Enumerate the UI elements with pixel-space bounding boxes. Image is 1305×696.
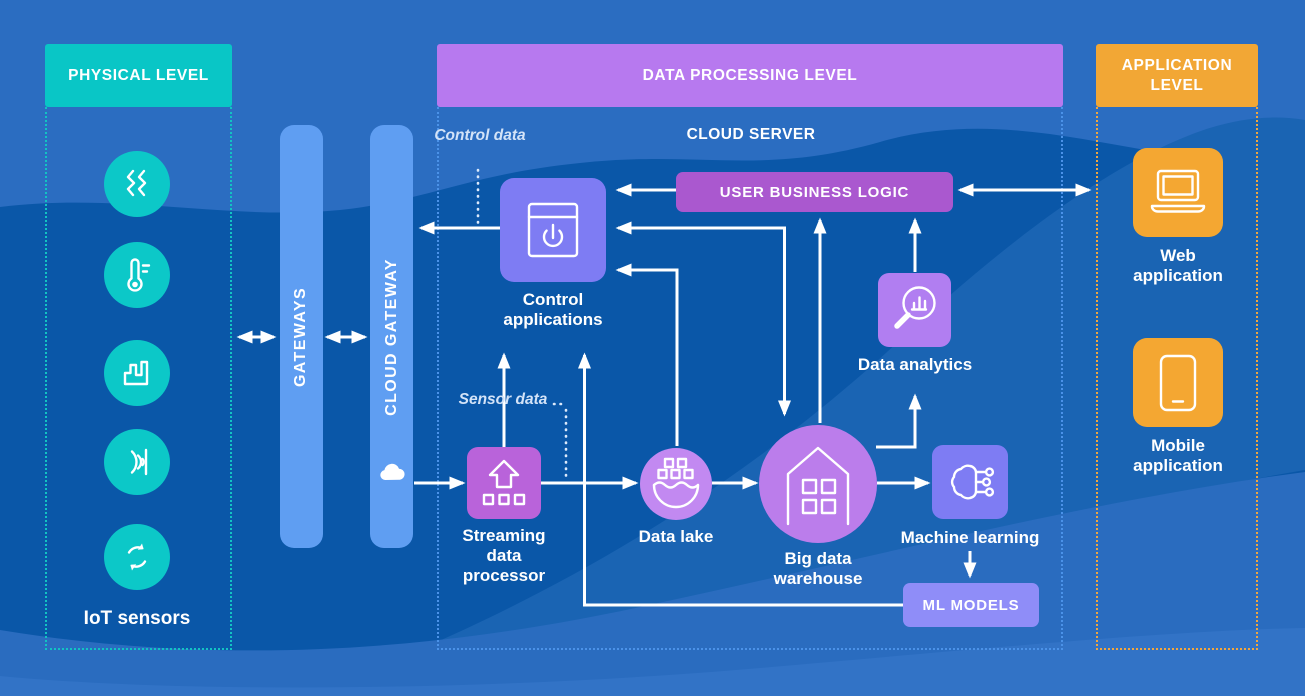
warehouse-label: Big data warehouse [773,549,863,589]
cloud-gateway-bar-label: CLOUD GATEWAY [382,257,400,416]
laptop-icon [1150,169,1206,213]
data-processing-level-region [437,107,1063,650]
proximity-waves-icon [130,448,148,476]
machine-learning-label: Machine learning [900,528,1040,547]
user-business-logic-box: USER BUSINESS LOGIC [676,172,953,212]
warehouse-icon [786,446,850,526]
control-apps-node [500,178,606,282]
control-app-window-icon [527,202,579,258]
ml-models-label: ML MODELS [922,596,1020,614]
physical-level-header: PHYSICAL LEVEL [45,44,232,107]
gateways-bar: GATEWAYS [280,125,323,548]
sensor-proximity [104,429,170,495]
streaming-label: Streaming data processor [462,526,546,586]
data-processing-level-title: DATA PROCESSING LEVEL [642,66,858,84]
physical-level-title: PHYSICAL LEVEL [68,66,209,84]
user-business-logic-label: USER BUSINESS LOGIC [719,183,910,201]
mobile-app-node [1133,338,1223,427]
data-processing-level-header: DATA PROCESSING LEVEL [437,44,1063,107]
data-lake-label: Data lake [638,527,714,546]
iot-sensors-label: IoT sensors [83,608,191,629]
streaming-node [467,447,541,519]
mobile-app-label: Mobile application [1133,436,1223,476]
control-data-annotation: Control data [434,127,526,144]
smartphone-icon [1159,354,1197,411]
physical-level-region [45,107,232,650]
brain-circuit-icon [950,464,995,500]
application-level-region [1096,107,1258,650]
data-lake-node [640,448,712,520]
sensor-data-annotation: Sensor data [458,391,548,408]
sensor-temperature [104,242,170,308]
control-apps-label: Control applications [503,290,603,330]
cloud-server-title: CLOUD SERVER [686,126,816,143]
sensor-data-dotted-line [552,402,568,481]
sensor-rotation [104,524,170,590]
sensor-vibration [104,151,170,217]
data-lake-icon [652,457,700,509]
warehouse-node [759,425,877,543]
cloud-gateway-bar: CLOUD GATEWAY [370,125,413,548]
streaming-upload-icon [482,459,526,506]
web-app-node [1133,148,1223,237]
application-level-header: APPLICATION LEVEL [1096,44,1258,107]
analytics-label: Data analytics [857,355,973,374]
analytics-magnifier-icon [893,286,936,329]
gateways-bar-label: GATEWAYS [292,286,310,387]
rotation-arrows-icon [127,543,147,571]
cloud-icon [379,462,405,486]
vibration-icon [126,169,147,197]
machine-learning-node [932,445,1008,519]
analytics-node [878,273,951,347]
web-app-label: Web application [1133,246,1223,286]
thermometer-icon [127,258,151,292]
bar-chart-icon [123,360,149,386]
application-level-title: APPLICATION LEVEL [1121,57,1233,94]
ml-models-box: ML MODELS [903,583,1039,627]
sensor-levels [104,340,170,406]
